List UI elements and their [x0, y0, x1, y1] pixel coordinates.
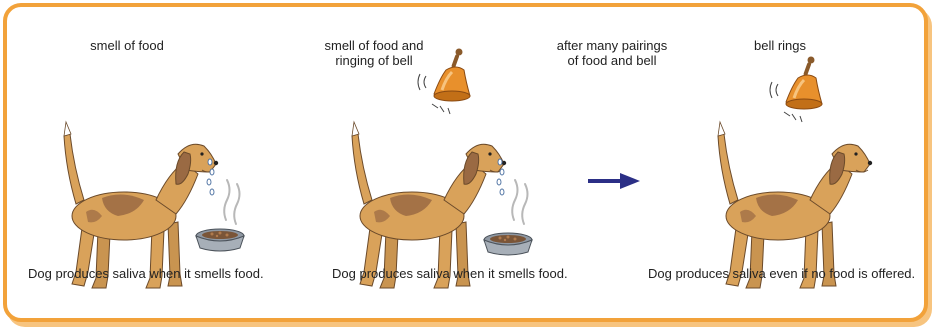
steam-icon [224, 180, 239, 224]
dog-icon [64, 122, 218, 288]
transition-label: after many pairings of food and bell [542, 38, 682, 68]
panel-2-caption: Dog produces saliva when it smells food. [332, 266, 568, 281]
bell-icon [770, 57, 822, 123]
panel-2-label: smell of food and ringing of bell [304, 38, 444, 68]
dog-icon [352, 122, 506, 288]
food-bowl-icon [484, 233, 532, 255]
dog-icon [718, 122, 872, 288]
food-bowl-icon [196, 229, 244, 251]
panel-1-caption: Dog produces saliva when it smells food. [28, 266, 264, 281]
panel-3-label: bell rings [730, 38, 830, 53]
steam-icon [512, 180, 527, 224]
panel-3-caption: Dog produces saliva even if no food is o… [648, 266, 915, 281]
panel-1-label: smell of food [72, 38, 182, 53]
arrow-right-icon [588, 173, 640, 189]
